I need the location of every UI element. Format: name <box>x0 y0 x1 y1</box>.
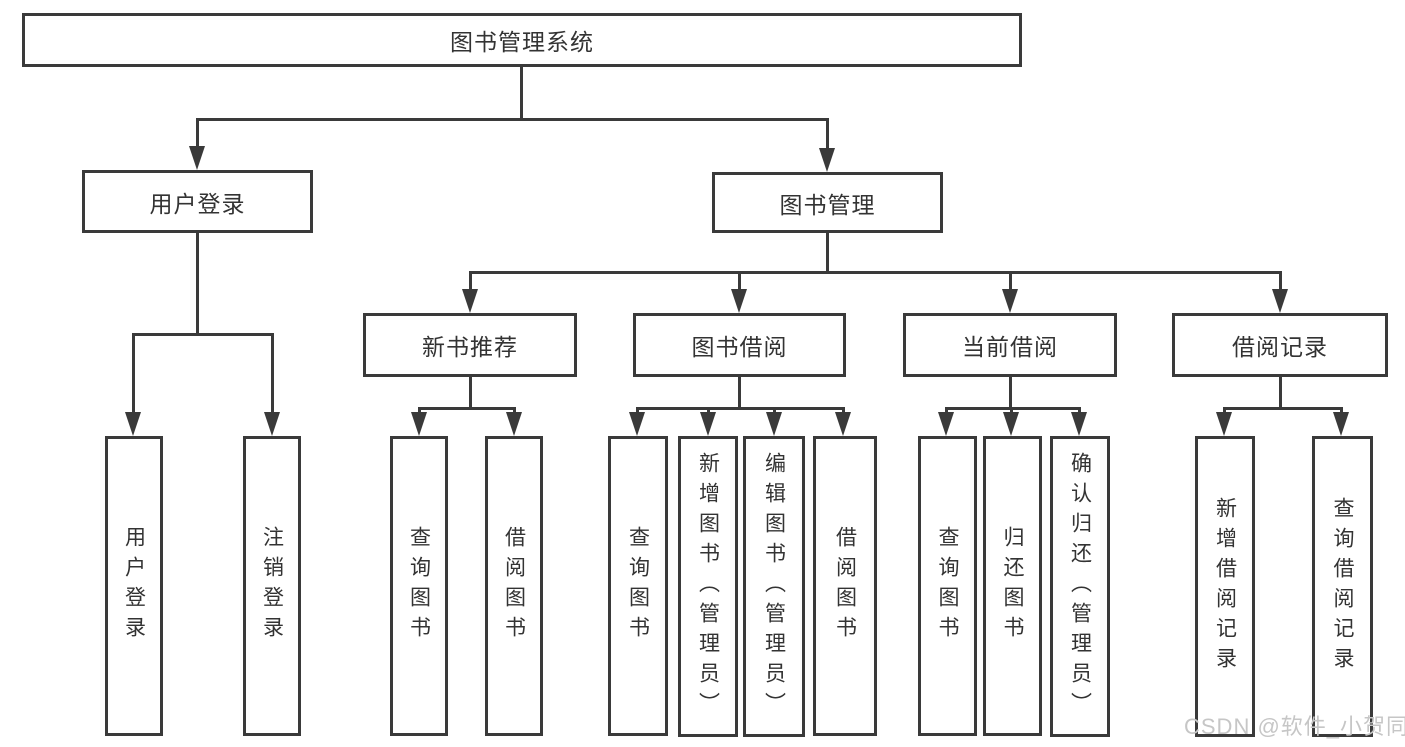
node-root-label: 图书管理系统 <box>450 29 594 55</box>
arrow-down-icon <box>819 148 835 172</box>
connector-userlogin-stem <box>196 233 199 336</box>
connector-stem <box>1340 407 1343 416</box>
arrow-down-icon <box>938 412 954 436</box>
node-new-books-label: 新书推荐 <box>422 334 518 360</box>
connector-stem <box>513 407 516 416</box>
connector-bookmgmt-bus <box>469 271 1282 274</box>
node-borrow-records-label: 借阅记录 <box>1232 334 1328 360</box>
leaf-cb-confirm-return: 确认归还（管理员） <box>1050 436 1110 737</box>
connector-stem <box>842 407 845 416</box>
leaf-cb-confirm-return-label: 确认归还（管理员） <box>1068 451 1092 722</box>
arrow-down-icon <box>700 412 716 436</box>
arrow-down-icon <box>411 412 427 436</box>
connector-stem <box>1223 407 1226 416</box>
connector-bookborrow-bus <box>636 407 845 410</box>
leaf-nb-query-books-label: 查询图书 <box>407 526 431 646</box>
connector-stem <box>469 271 472 293</box>
node-user-login: 用户登录 <box>82 170 313 233</box>
leaf-cb-query-books: 查询图书 <box>918 436 977 736</box>
arrow-down-icon <box>264 412 280 436</box>
leaf-user-login-label: 用户登录 <box>122 526 146 646</box>
leaf-cb-query-books-label: 查询图书 <box>936 526 959 646</box>
connector-bookmgmt-stem <box>826 233 829 274</box>
leaf-bb-add-books-label: 新增图书（管理员） <box>696 451 720 722</box>
leaf-logout: 注销登录 <box>243 436 301 736</box>
connector-stem <box>1009 271 1012 293</box>
arrow-down-icon <box>731 289 747 313</box>
arrow-down-icon <box>629 412 645 436</box>
connector-newbooks-bus <box>418 407 516 410</box>
leaf-bb-edit-books-label: 编辑图书（管理员） <box>762 451 786 722</box>
arrow-down-icon <box>1003 412 1019 436</box>
leaf-br-add-record-label: 新增借阅记录 <box>1213 496 1237 677</box>
connector-current-stem <box>1009 377 1012 410</box>
leaf-bb-add-books: 新增图书（管理员） <box>678 436 738 737</box>
connector-root-stem <box>520 67 523 120</box>
node-current-borrow-label: 当前借阅 <box>962 334 1058 360</box>
connector-stem <box>636 407 639 416</box>
leaf-logout-label: 注销登录 <box>260 526 284 646</box>
connector-stem <box>1010 407 1013 416</box>
connector-current-bus <box>945 407 1081 410</box>
leaf-bb-query-books: 查询图书 <box>608 436 668 736</box>
connector-stem <box>738 271 741 293</box>
node-book-mgmt: 图书管理 <box>712 172 943 233</box>
leaf-bb-borrow-books-label: 借阅图书 <box>833 526 857 646</box>
leaf-br-query-record: 查询借阅记录 <box>1312 436 1373 737</box>
leaf-br-query-record-label: 查询借阅记录 <box>1331 496 1354 677</box>
leaf-user-login: 用户登录 <box>105 436 163 736</box>
connector-bookborrow-stem <box>738 377 741 410</box>
leaf-bb-query-books-label: 查询图书 <box>626 526 650 646</box>
connector-records-bus <box>1223 407 1343 410</box>
arrow-down-icon <box>766 412 782 436</box>
connector-stem <box>945 407 948 416</box>
watermark-text: CSDN @软件_小贺同学 <box>1184 714 1405 739</box>
arrow-down-icon <box>1216 412 1232 436</box>
leaf-cb-return-books: 归还图书 <box>983 436 1042 736</box>
node-new-books: 新书推荐 <box>363 313 577 377</box>
connector-userlogin-bus <box>132 333 273 336</box>
connector-stem-book-mgmt <box>826 118 829 150</box>
leaf-bb-edit-books: 编辑图书（管理员） <box>743 436 805 737</box>
connector-stem <box>707 407 710 416</box>
arrow-down-icon <box>835 412 851 436</box>
connector-stem <box>132 333 135 415</box>
arrow-down-icon <box>125 412 141 436</box>
connector-stem <box>1078 407 1081 416</box>
node-book-mgmt-label: 图书管理 <box>779 191 876 218</box>
leaf-nb-borrow-books-label: 借阅图书 <box>502 526 526 646</box>
leaf-nb-query-books: 查询图书 <box>390 436 448 736</box>
connector-records-stem <box>1279 377 1282 410</box>
connector-root-bus <box>196 118 829 121</box>
leaf-br-add-record: 新增借阅记录 <box>1195 436 1255 737</box>
arrow-down-icon <box>1272 289 1288 313</box>
leaf-bb-borrow-books: 借阅图书 <box>813 436 877 736</box>
connector-stem-user-login <box>196 118 199 150</box>
arrow-down-icon <box>1002 289 1018 313</box>
connector-stem <box>1279 271 1282 293</box>
arrow-down-icon <box>462 289 478 313</box>
node-book-borrow: 图书借阅 <box>633 313 846 377</box>
connector-stem <box>773 407 776 416</box>
connector-stem <box>418 407 421 416</box>
node-root: 图书管理系统 <box>22 13 1022 67</box>
node-borrow-records: 借阅记录 <box>1172 313 1388 377</box>
arrow-down-icon <box>506 412 522 436</box>
node-current-borrow: 当前借阅 <box>903 313 1117 377</box>
arrow-down-icon <box>1071 412 1087 436</box>
arrow-down-icon <box>1333 412 1349 436</box>
leaf-nb-borrow-books: 借阅图书 <box>485 436 543 736</box>
node-book-borrow-label: 图书借阅 <box>691 334 788 360</box>
node-user-login-label: 用户登录 <box>149 190 246 217</box>
connector-stem <box>271 333 274 415</box>
arrow-down-icon <box>189 146 205 170</box>
leaf-cb-return-books-label: 归还图书 <box>1001 526 1024 646</box>
connector-newbooks-stem <box>469 377 472 410</box>
